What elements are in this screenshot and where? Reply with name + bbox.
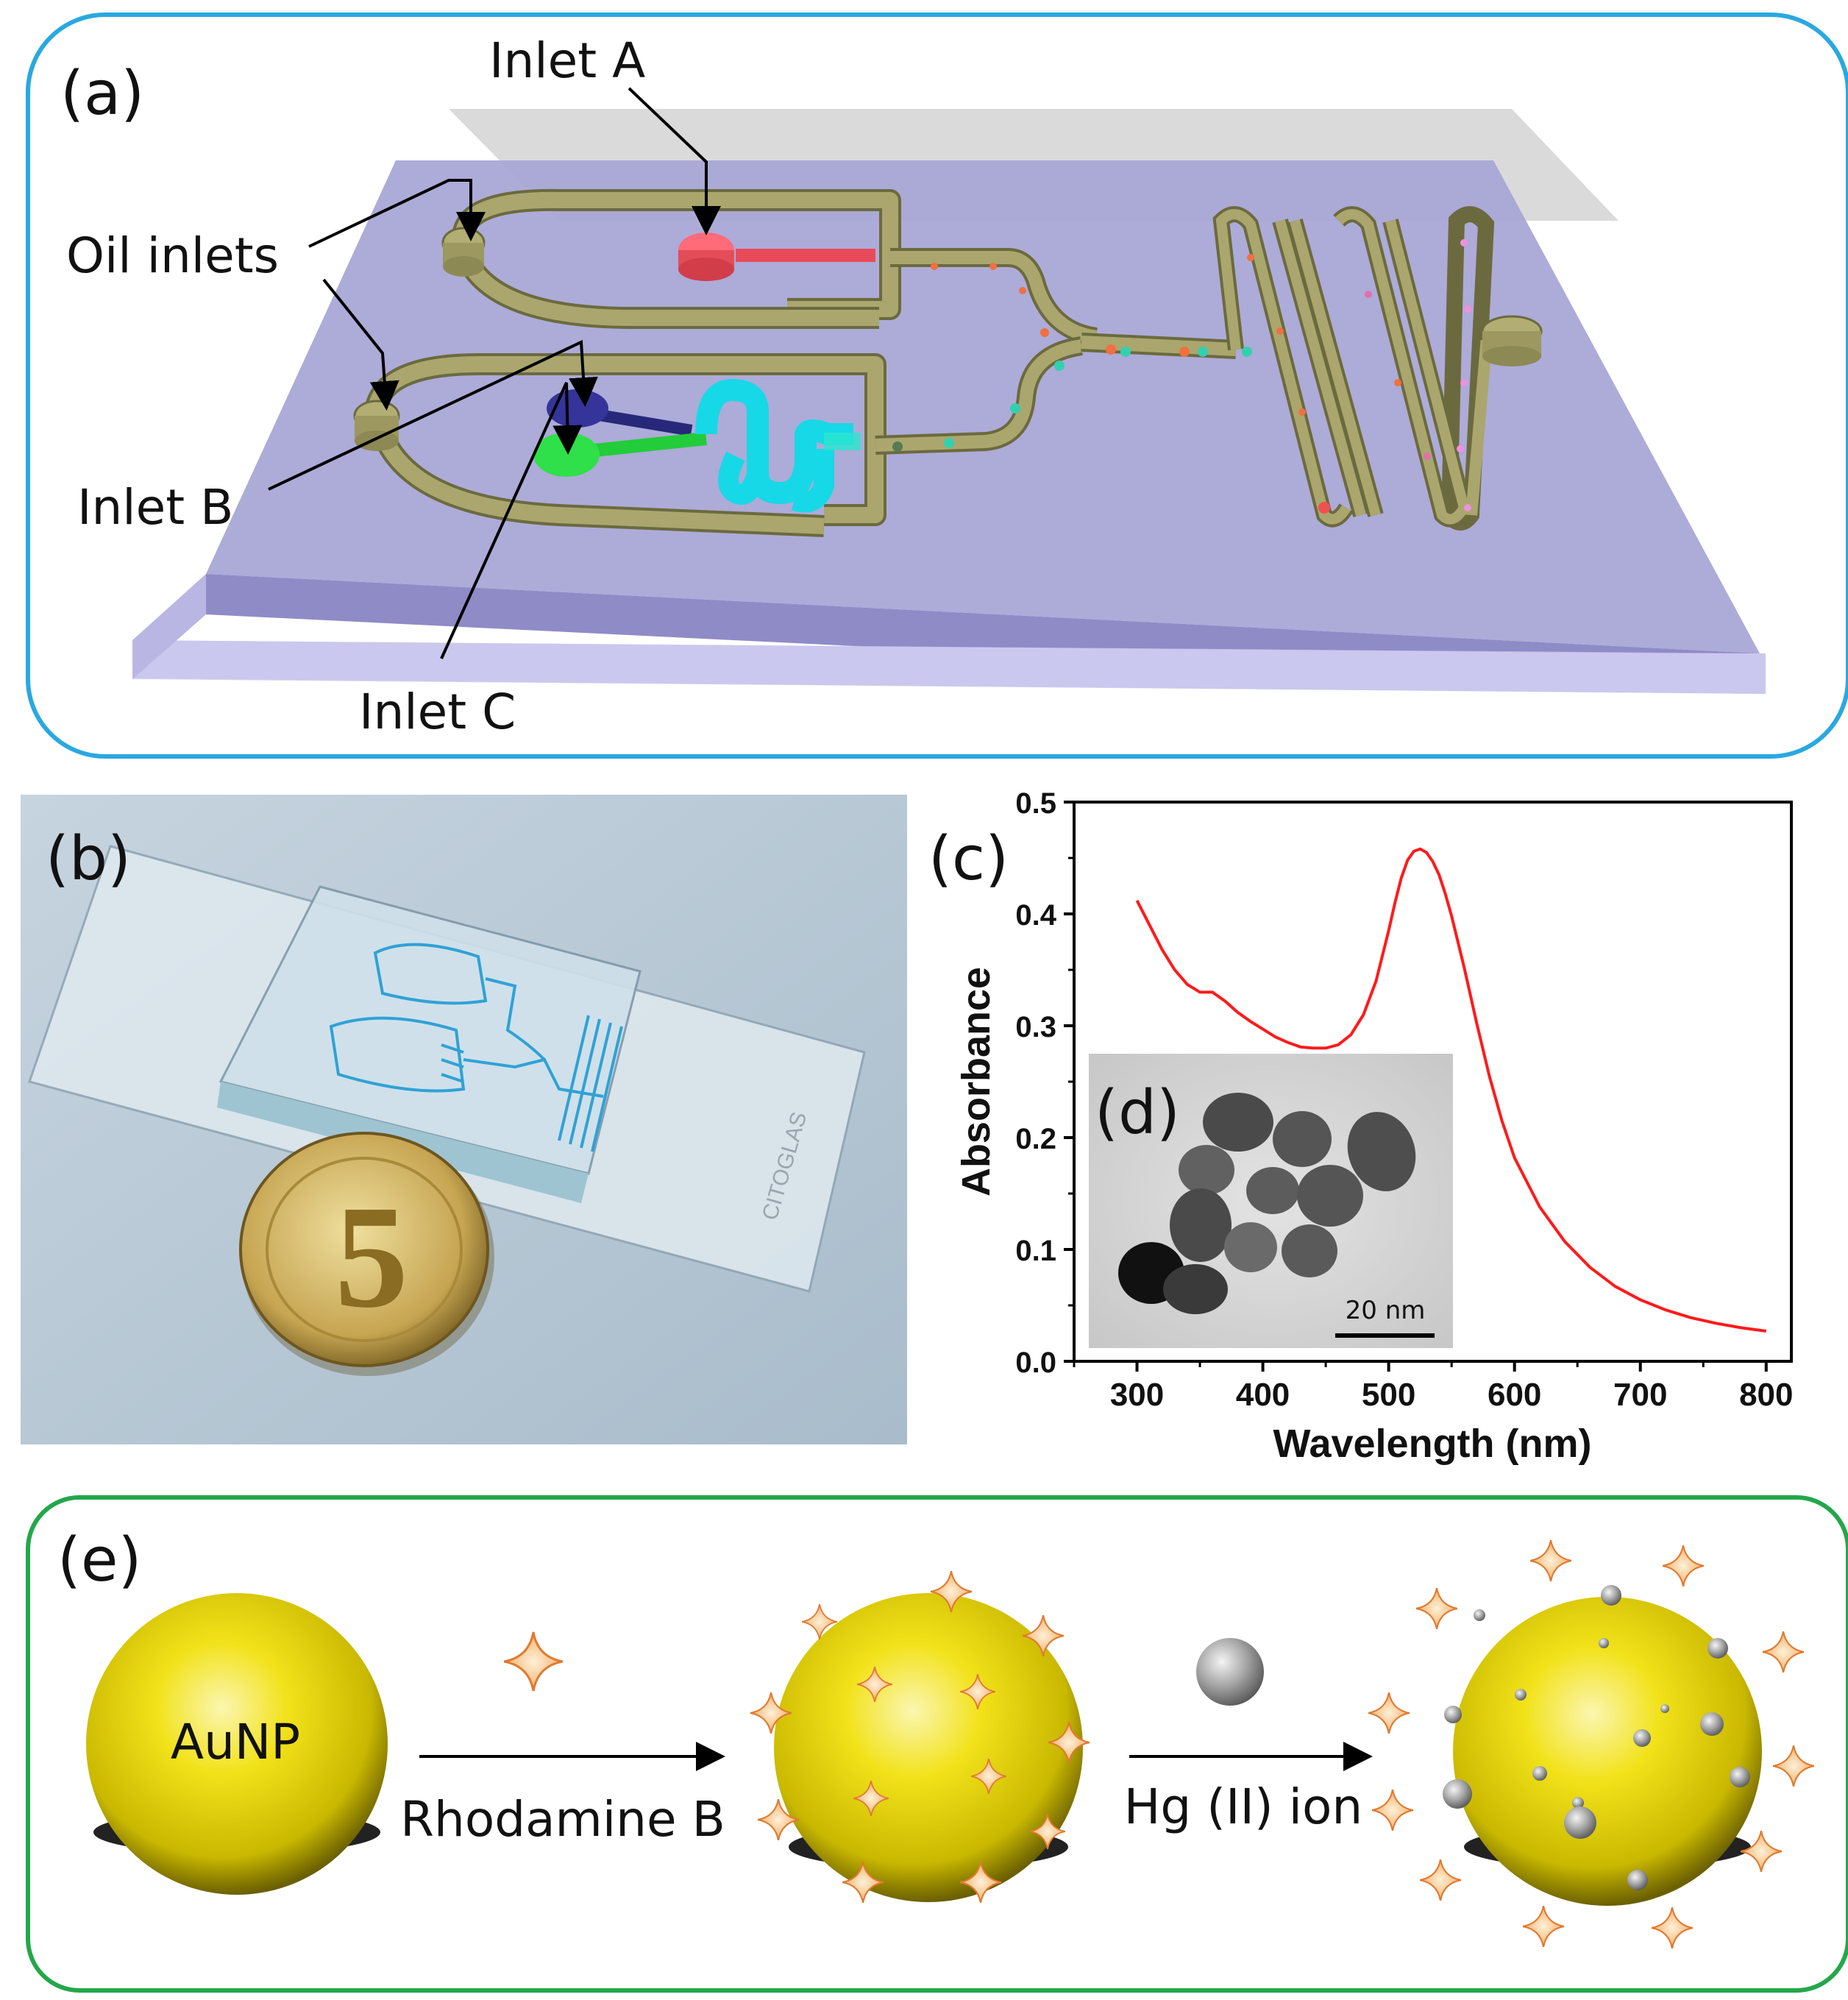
aunp-label: AuNP: [171, 1714, 300, 1770]
coin: 5: [239, 1132, 494, 1376]
panel-b-label: (b): [46, 824, 131, 894]
chip-top-surface: [206, 160, 1760, 653]
rhodamine-b-icon: [504, 1632, 563, 1691]
coin-digit: 5: [335, 1176, 408, 1338]
oil-inlets-label: Oil inlets: [66, 227, 279, 284]
hg-particles: [1443, 1585, 1750, 1890]
panel-c: (c) 300 400 500 600 700 800 0.0 0.1 0.2 0.3 0.4 0.5…: [928, 787, 1794, 1466]
x-tick-label: 400: [1236, 1377, 1290, 1413]
main-channel: [892, 206, 1543, 531]
panel-e-frame: [26, 1495, 1848, 1993]
tem-inset: (d) 20 nm: [1089, 1054, 1453, 1348]
step2-label: Hg (II) ion: [1124, 1779, 1362, 1835]
y-tick-label: 0.4: [1015, 899, 1056, 932]
x-tick-label: 700: [1613, 1377, 1667, 1413]
x-tick-label: 600: [1488, 1377, 1541, 1413]
inset-label: (d): [1095, 1078, 1180, 1148]
panel-a: (a): [26, 13, 1848, 759]
y-tick-label: 0.0: [1015, 1347, 1056, 1379]
panel-e-label: (e): [57, 1525, 141, 1595]
upper-channel: [441, 188, 1098, 347]
x-tick-label: 300: [1110, 1377, 1164, 1413]
inlet-c-label: Inlet C: [359, 684, 516, 740]
scale-bar-label: 20 nm: [1346, 1296, 1426, 1325]
panel-b: CITOGLAS 5 (b): [21, 795, 907, 1444]
aunp-hg-sphere: [1453, 1597, 1762, 1906]
panel-a-arrows: [268, 87, 721, 659]
y-tick-label: 0.3: [1015, 1011, 1056, 1043]
chip-channels: [329, 943, 623, 1152]
inlet-a-label: Inlet A: [489, 32, 645, 89]
absorbance-series-line: [1135, 847, 1767, 1333]
panel-a-frame: [26, 13, 1848, 759]
panel-e: (e) AuNP Rhodamine B Hg: [26, 1495, 1848, 1993]
chart-ticks: 300 400 500 600 700 800 0.0 0.1 0.2 0.3 0.4 0.5: [1015, 787, 1793, 1413]
y-tick-label: 0.2: [1015, 1123, 1056, 1155]
x-tick-label: 500: [1362, 1377, 1415, 1413]
y-tick-label: 0.5: [1015, 787, 1056, 820]
aunp-rhodamine-sphere: [774, 1593, 1083, 1902]
y-axis-label: Absorbance: [954, 967, 998, 1196]
chip-bottom-glass-front: [132, 640, 1766, 694]
x-tick-label: 800: [1739, 1377, 1793, 1413]
y-tick-label: 0.1: [1015, 1235, 1056, 1267]
hg-ion-icon: [1196, 1638, 1264, 1706]
chip-left-edge: [132, 574, 206, 679]
aunp-sphere: [86, 1593, 388, 1895]
nanoparticles: [1118, 1093, 1416, 1314]
step1-label: Rhodamine B: [400, 1791, 725, 1848]
lower-channel: [353, 336, 1084, 537]
inlet-b-label: Inlet B: [77, 479, 233, 536]
droplets: [892, 239, 1471, 514]
panel-c-label: (c): [928, 824, 1009, 894]
x-axis-label: Wavelength (nm): [1273, 1422, 1591, 1466]
panel-a-label: (a): [60, 59, 144, 129]
